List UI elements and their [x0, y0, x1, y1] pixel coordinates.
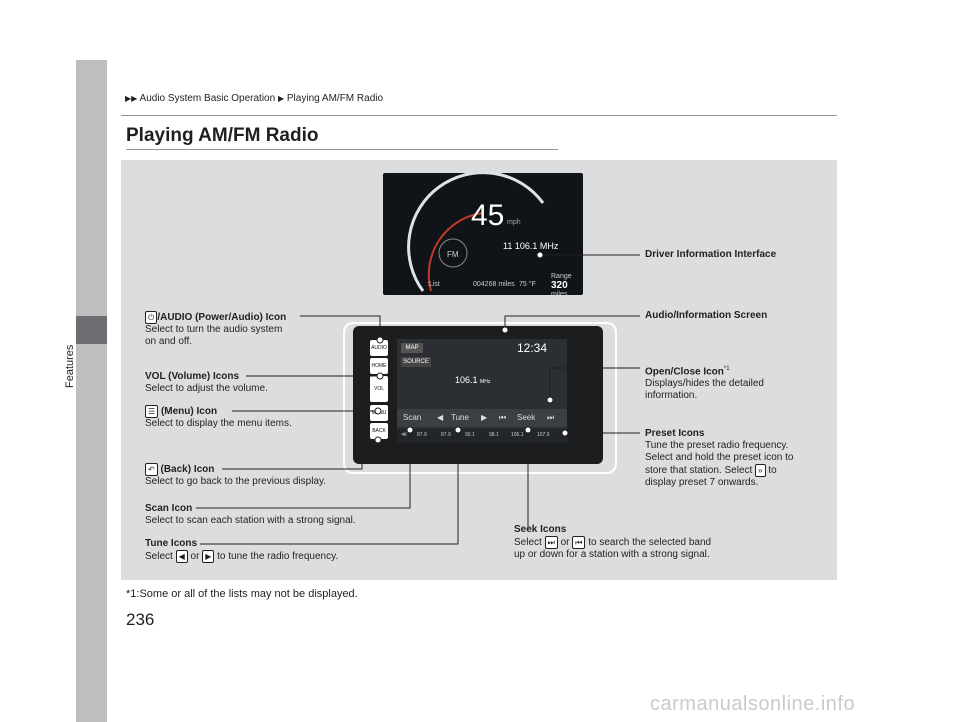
range-label: Range	[551, 273, 572, 280]
page-title: Playing AM/FM Radio	[126, 125, 319, 146]
driver-information-display: FM 45 mph 11 106.1 MHz :List 004268 mile…	[383, 173, 583, 295]
speed-value: 45	[471, 199, 505, 232]
tune-down-icon[interactable]: ◀	[437, 413, 444, 422]
callout-tune: Tune Icons Select ◀ or ▶ to tune the rad…	[145, 538, 339, 563]
preset-item[interactable]: 90.1	[465, 432, 475, 438]
scan-button[interactable]: Scan	[403, 413, 422, 422]
dash-frequency: 11 106.1 MHz	[503, 241, 558, 251]
sidebar-section-marker	[76, 316, 107, 344]
speed-unit: mph	[507, 219, 521, 226]
audio-information-screen: MAP 12:34 SOURCE 106.1 MHz Scan ◀ Tune ▶…	[397, 339, 567, 443]
tune-up-icon[interactable]: ▶	[481, 413, 488, 422]
dash-list-label: :List	[427, 281, 440, 288]
footnote: *1:Some or all of the lists may not be d…	[126, 588, 358, 600]
range-readout: Range 320 miles	[551, 273, 583, 295]
seek-label: Seek	[517, 413, 536, 422]
home-button[interactable]: HOME	[370, 358, 388, 374]
callout-power: ⏻/AUDIO (Power/Audio) Icon Select to tur…	[145, 311, 287, 348]
callout-seek: Seek Icons Select ⏭ or ⏮ to search the s…	[514, 524, 712, 561]
next-presets-icon: »	[755, 464, 766, 477]
callout-preset: Preset Icons Tune the preset radio frequ…	[645, 428, 794, 489]
title-rule	[126, 149, 558, 150]
dash-frequency-value: 106.1 MHz	[514, 241, 559, 251]
header-rule	[121, 115, 837, 116]
callout-audio-screen: Audio/Information Screen	[645, 310, 768, 321]
sidebar-tab	[76, 0, 107, 722]
range-value: 320	[551, 280, 568, 291]
head-unit-frame	[343, 322, 617, 474]
seek-back-icon: ⏮	[572, 536, 586, 549]
svg-text:FM: FM	[447, 250, 459, 259]
preset-item[interactable]: 106.1	[511, 432, 524, 438]
preset-item[interactable]: 87.9	[441, 432, 451, 438]
gauge-arc-graphic: FM	[407, 173, 545, 292]
screen-frequency-value: 106.1	[455, 375, 478, 385]
screen-frequency-unit: MHz	[480, 379, 491, 385]
seek-down-icon[interactable]: ⏮	[499, 413, 507, 422]
breadcrumb-part1[interactable]: Audio System Basic Operation	[139, 93, 276, 104]
outside-temp: 75 °F	[519, 281, 536, 288]
callout-open-close: Open/Close Icon*1 Displays/hides the det…	[645, 366, 764, 402]
tune-left-icon: ◀	[175, 550, 188, 563]
odometer: 004268 miles	[473, 281, 515, 288]
back-icon: ↶	[145, 463, 158, 476]
callout-driver-info: Driver Information Interface	[645, 249, 777, 260]
source-button[interactable]: SOURCE	[401, 357, 431, 367]
preset-row: ≪ 87.9 87.9 90.1 98.1 106.1 107.9	[397, 429, 567, 443]
breadcrumb-part2[interactable]: Playing AM/FM Radio	[286, 93, 384, 104]
back-button[interactable]: BACK	[370, 423, 388, 439]
volume-button[interactable]: VOL	[370, 376, 388, 402]
sidebar-top-gap	[76, 0, 107, 60]
tune-label: Tune	[451, 413, 469, 422]
preset-item[interactable]: 107.9	[537, 432, 550, 438]
control-bar: Scan ◀ Tune ▶ ⏮ Seek ⏭	[397, 409, 567, 427]
power-icon: ⏻	[145, 311, 158, 324]
breadcrumb: ▶▶ Audio System Basic Operation ▶ Playin…	[125, 93, 383, 104]
breadcrumb-arrow-icon: ▶	[277, 94, 285, 103]
breadcrumb-arrow-icon: ▶▶	[125, 94, 138, 103]
odometer-unit: miles	[498, 281, 515, 288]
clock: 12:34	[517, 341, 548, 355]
menu-icon: ☰	[145, 405, 159, 418]
screen-frequency: 106.1 MHz	[455, 375, 490, 385]
range-unit: miles	[551, 291, 568, 295]
odometer-value: 004268	[473, 281, 497, 288]
open-close-icon[interactable]: ≪	[401, 432, 408, 438]
preset-item[interactable]: 87.9	[417, 432, 427, 438]
watermark: carmanualsonline.info	[650, 693, 856, 715]
seek-up-icon[interactable]: ⏭	[547, 413, 555, 422]
tune-right-icon: ▶	[202, 550, 215, 563]
preset-item[interactable]: 98.1	[489, 432, 499, 438]
map-button[interactable]: MAP	[401, 343, 423, 353]
dash-preset: 11	[503, 241, 513, 251]
seek-forward-icon: ⏭	[544, 536, 558, 549]
audio-power-button[interactable]: AUDIO	[370, 340, 388, 356]
page-number: 236	[126, 610, 155, 629]
